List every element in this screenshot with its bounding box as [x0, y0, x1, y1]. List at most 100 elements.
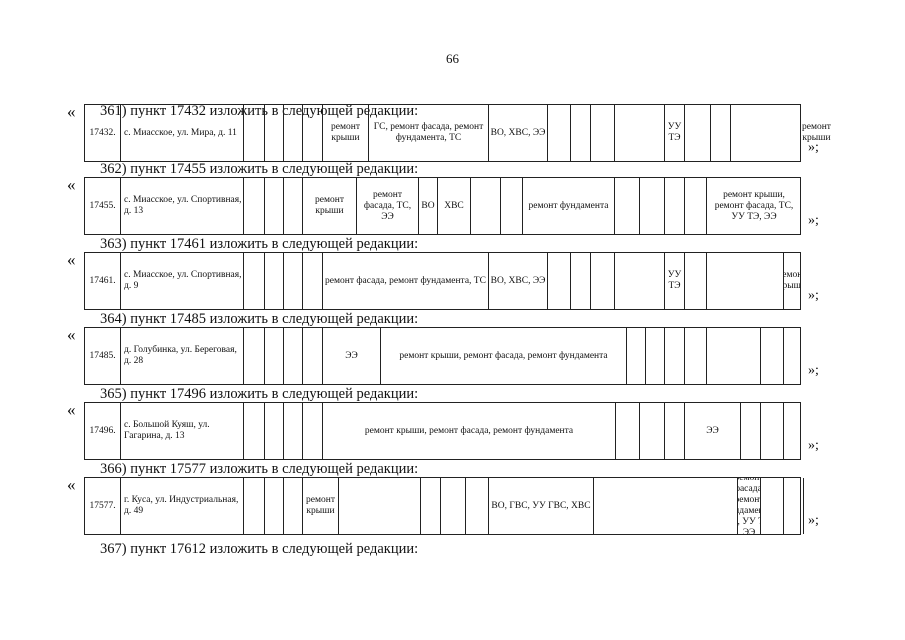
- work-cell: [685, 105, 711, 161]
- work-cell: [244, 178, 265, 234]
- amendment-table-row: 17455. с. Миасское, ул. Спортивная, д. 13…: [84, 177, 801, 235]
- work-cell: ВО, ГВС, УУ ГВС, ХВС: [489, 478, 594, 534]
- work-cell: [548, 105, 571, 161]
- work-cell: [244, 328, 265, 384]
- work-cell: [466, 478, 489, 534]
- work-cell: [665, 403, 685, 459]
- work-cell: ремонт крыши: [303, 478, 339, 534]
- cell-text: ВО, ХВС, ЭЭ: [490, 275, 546, 286]
- cell-text: ремонт фасада, ТС, ЭЭ: [363, 189, 412, 222]
- amendment-table-row: 17496.с. Большой Куяш, ул. Гагарина, д. …: [84, 402, 801, 460]
- work-cell: ремонт фасада, ТС, ЭЭ: [357, 178, 419, 234]
- closing-quote: »;: [808, 363, 819, 378]
- work-cell: [685, 178, 707, 234]
- work-cell: [284, 105, 303, 161]
- work-cell: [339, 478, 421, 534]
- work-cell: [571, 253, 591, 309]
- work-cell: [591, 253, 615, 309]
- item-number-cell: 17432.: [85, 105, 121, 161]
- work-cell: ремонт фасада, ремонт фундамента, ТС: [323, 253, 489, 309]
- work-cell: [303, 253, 323, 309]
- item-number-cell: 17455.: [85, 178, 121, 234]
- cell-text: 17461.: [89, 275, 116, 286]
- work-cell: [265, 178, 284, 234]
- cell-text: ремонт крыши: [331, 122, 360, 143]
- work-cell: [640, 178, 665, 234]
- work-cell: [421, 478, 441, 534]
- work-cell: ремонт крыши: [303, 178, 357, 234]
- work-cell: [265, 253, 284, 309]
- work-cell: [284, 478, 303, 534]
- section-heading: 363) пункт 17461 изложить в следующей ре…: [100, 236, 419, 252]
- cell-text: с. Миасское, ул. Мира, д. 11: [124, 127, 237, 138]
- work-cell: ВО: [419, 178, 438, 234]
- opening-quote: «: [67, 400, 76, 419]
- work-cell: ГС, ремонт фасада, ремонт фундамента, ТС: [369, 105, 489, 161]
- work-cell: [707, 253, 784, 309]
- work-cell: [303, 105, 323, 161]
- work-cell: [591, 105, 615, 161]
- work-cell: [548, 253, 571, 309]
- cell-text: д. Голубинка, ул. Береговая, д. 28: [124, 345, 237, 366]
- work-cell: [571, 105, 591, 161]
- item-number-cell: 17461.: [85, 253, 121, 309]
- cell-text: ремонт крыши, ремонт фасада, ремонт фунд…: [399, 350, 608, 361]
- cell-text: ЭЭ: [345, 350, 358, 361]
- address-cell: с. Миасское, ул. Спортивная, д. 13: [121, 178, 244, 234]
- cell-text: ВО: [421, 200, 435, 211]
- work-cell: ВО, ХВС, ЭЭ: [489, 105, 548, 161]
- work-cell: [85, 478, 87, 534]
- cell-text: ремонт крыши: [315, 195, 344, 216]
- page-number: 66: [446, 51, 459, 66]
- work-cell: [761, 328, 784, 384]
- cell-text: 17455.: [89, 200, 116, 211]
- work-cell: [741, 403, 761, 459]
- section-heading: 366) пункт 17577 изложить в следующей ре…: [100, 461, 419, 477]
- opening-quote: «: [67, 250, 76, 269]
- work-cell: [685, 253, 707, 309]
- cell-text: ХВС: [444, 200, 464, 211]
- work-cell: [707, 328, 761, 384]
- cell-text: ГС, ремонт фасада, ремонт фундамента, ТС: [373, 122, 484, 143]
- work-cell: ремонт крыши, ремонт фасада, ремонт фунд…: [381, 328, 627, 384]
- address-cell: с. Большой Куяш, ул. Гагарина, д. 13: [121, 403, 244, 459]
- closing-quote: »;: [808, 513, 819, 528]
- work-cell: [640, 403, 665, 459]
- work-cell: ремонт крыши, ремонт фасада, ТС, УУ ТЭ, …: [707, 178, 801, 234]
- cell-text: г. Куса, ул. Индустриальная, д. 49: [124, 495, 239, 516]
- work-cell: [441, 478, 466, 534]
- work-cell: [303, 403, 323, 459]
- work-cell: ВО, ХВС, ЭЭ: [489, 253, 548, 309]
- amendment-table-row: 17461. с. Миасское, ул. Спортивная, д. 9 р…: [84, 252, 801, 310]
- work-cell: [801, 328, 803, 384]
- work-cell: [615, 178, 640, 234]
- item-number-cell: 17577.: [85, 478, 121, 534]
- closing-quote: »;: [808, 140, 819, 155]
- work-cell: [646, 328, 665, 384]
- cell-text: ремонт крыши, ремонт фасада, ремонт фунд…: [364, 425, 574, 436]
- cell-text: ремонт крыши, ремонт фасада, ТС, УУ ТЭ, …: [714, 189, 794, 222]
- work-cell: [265, 328, 284, 384]
- work-cell: [615, 105, 665, 161]
- work-cell: ЭЭ: [323, 328, 381, 384]
- work-cell: [784, 478, 801, 534]
- work-cell: [265, 105, 284, 161]
- opening-quote: «: [67, 325, 76, 344]
- closing-quote: »;: [808, 288, 819, 303]
- work-cell: [711, 105, 731, 161]
- work-cell: [731, 105, 801, 161]
- work-cell: [244, 478, 265, 534]
- cell-text: ремонт фасада, ремонт фундамента, ТС, УУ…: [738, 478, 760, 534]
- cell-text: 17485.: [89, 350, 116, 361]
- work-cell: [265, 403, 284, 459]
- cell-text: с. Миасское, ул. Спортивная, д. 9: [124, 270, 242, 291]
- section-heading: 362) пункт 17455 изложить в следующей ре…: [100, 161, 419, 177]
- work-cell: [265, 478, 284, 534]
- work-cell: [615, 253, 665, 309]
- section-heading: 365) пункт 17496 изложить в следующей ре…: [100, 386, 419, 402]
- section-heading: 367) пункт 17612 изложить в следующей ре…: [100, 541, 419, 557]
- cell-text: ремонт крыши: [306, 495, 335, 516]
- work-cell: [244, 253, 265, 309]
- cell-text: ремонт крыши: [784, 270, 801, 291]
